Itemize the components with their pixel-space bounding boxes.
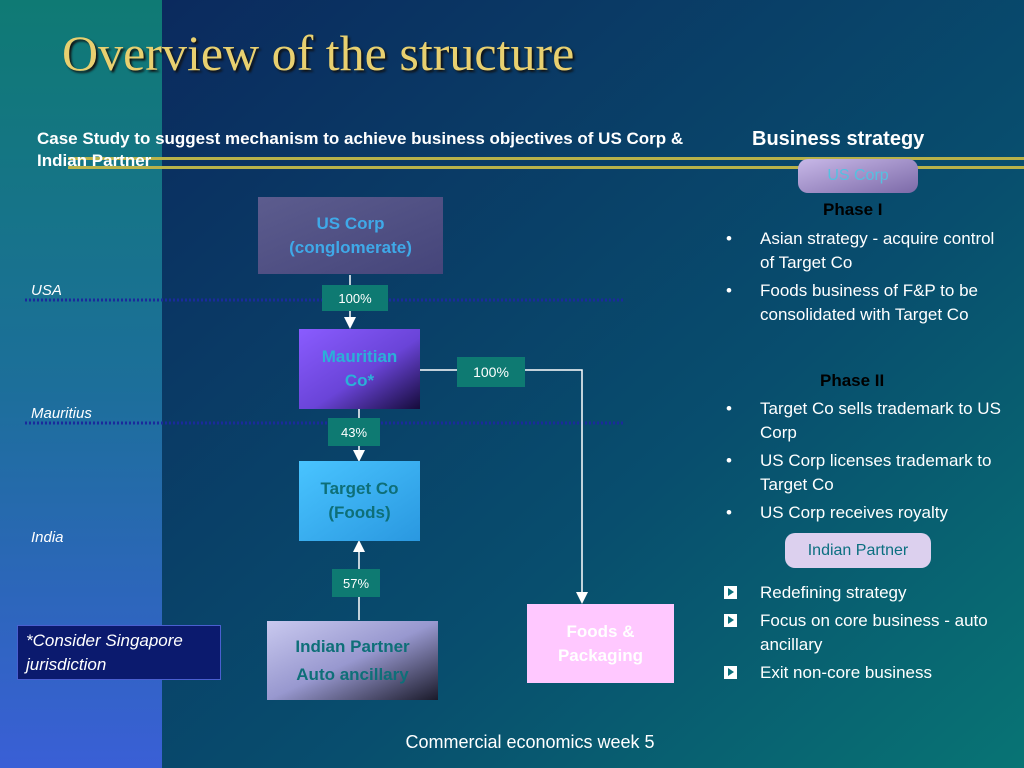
indian-node-line1: Indian Partner	[295, 636, 410, 656]
list-item: •US Corp receives royalty	[726, 503, 949, 522]
list-item: Redefining strategy	[722, 581, 992, 605]
mauritian-node-line1: Mauritian	[321, 347, 398, 366]
arrow-bullet-icon	[724, 666, 737, 679]
region-label-india: India	[31, 529, 64, 546]
indian-item: Exit non-core business	[760, 663, 932, 682]
phase-2-item: Target Co sells trademark to US Corp	[760, 399, 1001, 442]
target-co-node: Target Co (Foods)	[299, 461, 420, 541]
indian-item: Redefining strategy	[760, 583, 907, 602]
mauritian-co-node: Mauritian Co*	[299, 329, 420, 409]
phase-2-title: Phase II	[820, 371, 885, 390]
list-item: •Target Co sells trademark to US Corp	[726, 399, 1001, 442]
list-item: •US Corp licenses trademark to Target Co	[726, 451, 992, 494]
phase-1-title: Phase I	[823, 200, 883, 219]
phase-1-list: •Asian strategy - acquire control of Tar…	[722, 227, 1012, 331]
arrow-bullet-icon	[724, 586, 737, 599]
pct-mauritian-to-target: 43%	[328, 418, 380, 446]
slide-title: Overview of the structure	[62, 25, 575, 81]
phase-2-item: US Corp receives royalty	[760, 503, 949, 522]
indian-partner-node: Indian Partner Auto ancillary	[267, 621, 438, 700]
indian-partner-list: Redefining strategy Focus on core busine…	[722, 581, 992, 689]
list-item: Exit non-core business	[722, 661, 992, 685]
list-item: •Asian strategy - acquire control of Tar…	[726, 229, 995, 272]
business-strategy-heading: Business strategy	[752, 128, 925, 150]
us-corp-pill: US Corp	[827, 167, 889, 184]
pct-indian-to-target: 57%	[332, 569, 380, 597]
arrow-bullet-icon	[724, 614, 737, 627]
phase-1-item: Asian strategy - acquire control of Targ…	[760, 229, 995, 272]
phase-2-item: US Corp licenses trademark to Target Co	[760, 451, 992, 494]
indian-partner-pill: Indian Partner	[807, 541, 909, 559]
target-node-line2: (Foods)	[328, 503, 391, 522]
case-study-text: Case Study to suggest mechanism to achie…	[37, 129, 684, 170]
phase-2-list: •Target Co sells trademark to US Corp •U…	[722, 397, 1012, 529]
list-item: Focus on core business - auto ancillary	[722, 609, 992, 657]
phase-1-item: Foods business of F&P to be consolidated…	[760, 281, 978, 324]
mauritian-node-line2: Co*	[344, 371, 375, 390]
list-item: •Foods business of F&P to be consolidate…	[726, 281, 978, 324]
indian-item: Focus on core business - auto ancillary	[760, 611, 988, 654]
us-corp-node-line1: US Corp	[316, 213, 385, 233]
target-node-line1: Target Co	[320, 479, 399, 498]
region-label-usa: USA	[31, 282, 62, 299]
pct-mauritian-to-foods: 100%	[457, 357, 525, 387]
indian-node-line2: Auto ancillary	[296, 664, 409, 684]
region-label-mauritius: Mauritius	[31, 405, 92, 422]
us-corp-node-line2: (conglomerate)	[289, 237, 412, 257]
foods-node-line2: Packaging	[557, 645, 644, 665]
foods-packaging-node: Foods & Packaging	[527, 604, 674, 683]
singapore-note: *Consider Singapore jurisdiction	[17, 625, 221, 680]
us-corp-node: US Corp (conglomerate)	[258, 197, 443, 274]
foods-node-line1: Foods &	[566, 621, 635, 641]
pct-us-to-mauritian: 100%	[322, 285, 388, 311]
footer-text: Commercial economics week 5	[405, 732, 655, 752]
